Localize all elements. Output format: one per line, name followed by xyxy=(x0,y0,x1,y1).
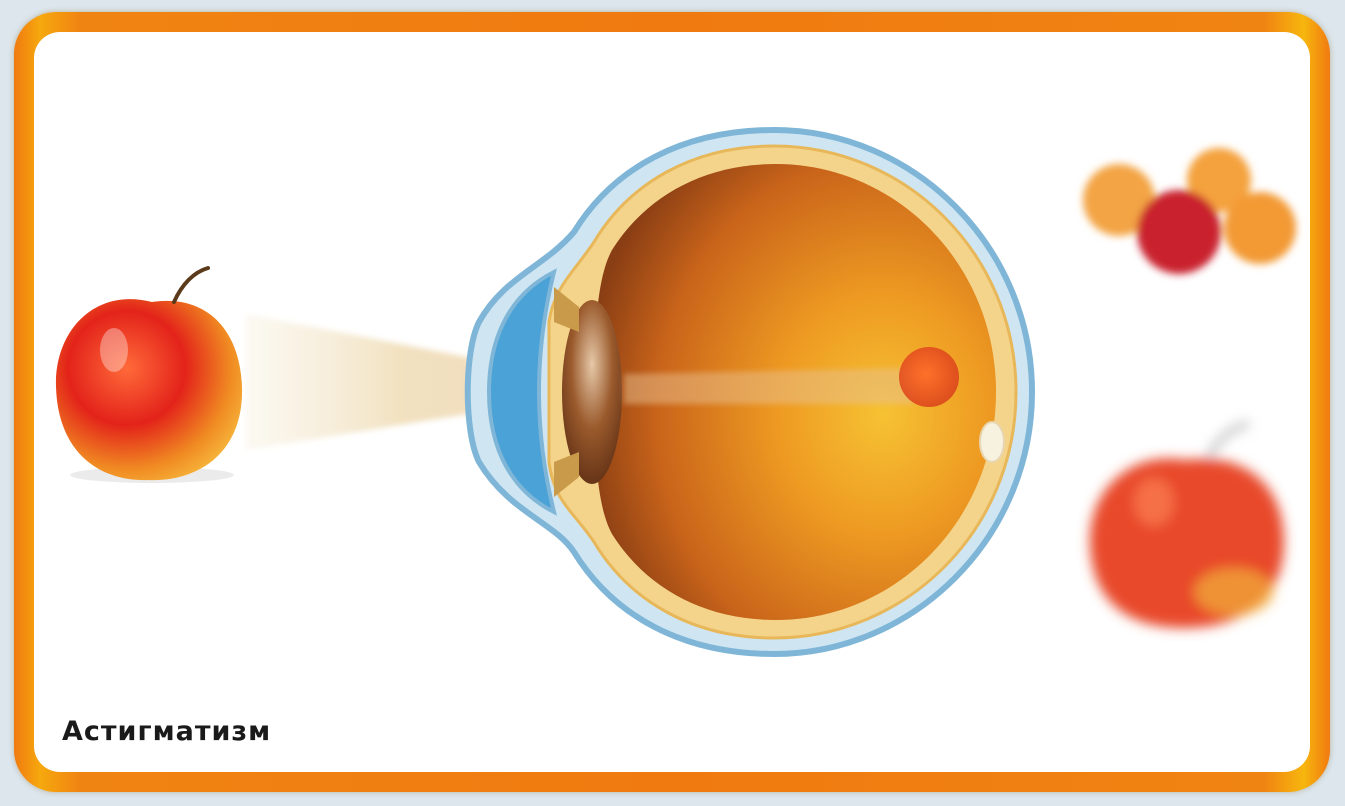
blurred-fruit-icon xyxy=(1083,148,1296,274)
illustration-panel: Астигматизм xyxy=(34,32,1310,772)
caption-label: Астигматизм xyxy=(62,716,271,747)
blurred-apple-icon xyxy=(1090,424,1284,628)
eye-diagram xyxy=(468,130,1032,654)
apple-icon xyxy=(56,268,242,483)
astigmatism-illustration xyxy=(34,32,1310,772)
